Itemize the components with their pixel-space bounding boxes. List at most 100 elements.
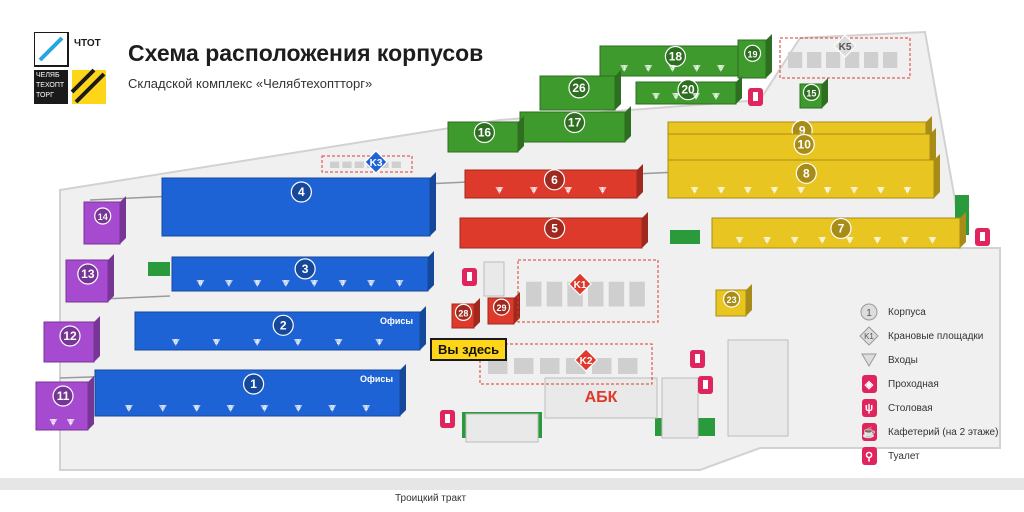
building-number: 7: [838, 222, 845, 236]
crane-diamond-icon: [364, 150, 388, 174]
crane-label: K2: [580, 356, 593, 367]
crane-area-K1[interactable]: K1: [517, 259, 659, 323]
crane-area-K5[interactable]: K5: [779, 34, 911, 79]
gate-number: 2: [765, 237, 769, 244]
gate-number: 1: [622, 65, 626, 72]
logo-line-2: ТЕХОПТ: [36, 82, 65, 89]
entrance-marker: [735, 237, 744, 244]
building-number-badge: [77, 263, 99, 285]
entrance-marker: [310, 280, 319, 287]
cafe-icon: ☕: [861, 423, 877, 441]
entrance-marker: [716, 65, 725, 72]
building-number-badge: [473, 121, 495, 144]
building-4[interactable]: 4: [161, 172, 436, 237]
entrance-marker: [395, 280, 404, 287]
crane-area-K2[interactable]: K2: [479, 343, 653, 385]
logo-line-1: ЧЕЛЯБ: [36, 72, 60, 79]
building-number-badge: [563, 111, 586, 134]
entrance-marker: [375, 339, 384, 346]
checkpoint-icon: ◈: [861, 375, 877, 393]
gate-number: 6: [826, 187, 830, 194]
entrance-marker: [797, 187, 805, 194]
building-14[interactable]: 14: [83, 196, 126, 245]
gate-number: 2: [337, 339, 341, 346]
gate-number: 2: [51, 419, 55, 426]
building-23[interactable]: 23: [715, 284, 752, 317]
building-number-icon: 1: [858, 302, 880, 322]
building-number-badge: [243, 373, 265, 395]
entrance-marker: [770, 187, 779, 194]
cafe-icon[interactable]: [698, 376, 713, 394]
building-16[interactable]: 16: [447, 116, 524, 153]
building-15[interactable]: 15: [799, 78, 828, 109]
building-number-badge: [454, 303, 473, 321]
abk-building[interactable]: АБК: [465, 261, 789, 443]
entrance-marker: [338, 280, 347, 287]
entrance-marker: [598, 187, 607, 194]
entrance-marker: [192, 405, 201, 412]
legend-item-canteen: ψ Столовая: [858, 396, 1018, 420]
gate-number: 4: [312, 280, 316, 287]
entrance-marker: [529, 187, 538, 194]
building-26[interactable]: 26: [539, 70, 621, 111]
gate-number: 6: [174, 339, 178, 346]
building-number-badge: [802, 83, 821, 102]
building-29[interactable]: 29: [487, 292, 520, 325]
building-number: 19: [748, 49, 758, 59]
gate-number: 7: [161, 405, 165, 412]
building-number-badge: [59, 325, 81, 347]
legend-label: Корпуса: [888, 306, 926, 318]
entrance-marker: [850, 187, 859, 194]
building-13[interactable]: 13: [65, 254, 114, 303]
gate-number: 1: [398, 280, 402, 287]
crane-diamond-icon: K1: [858, 326, 880, 346]
toilet-icon[interactable]: [462, 268, 477, 286]
logo-top-text: ЧТОТ: [74, 38, 101, 49]
gate-number: 2: [646, 65, 650, 72]
logo-line-3: ТОРГ: [36, 92, 54, 99]
entrance-marker: [294, 405, 303, 412]
entrance-marker: [620, 65, 629, 72]
building-28[interactable]: 28: [451, 298, 480, 329]
entrance-marker: [763, 237, 772, 244]
labels-layer: [440, 88, 990, 428]
checkpoint-icon[interactable]: [440, 410, 455, 428]
building-5[interactable]: 5: [459, 212, 648, 249]
gate-number: 1: [693, 187, 697, 194]
legend-item-cranes: K1 Крановые площадки: [858, 324, 1018, 348]
entrance-marker: [928, 237, 937, 244]
toilet-icon[interactable]: [975, 228, 990, 246]
entrance-marker: [49, 419, 58, 426]
entrance-marker: [495, 187, 504, 194]
crane-label: K1: [574, 280, 587, 291]
entrance-marker: [652, 93, 660, 100]
gate-number: 8: [127, 405, 131, 412]
gate-number: 3: [671, 65, 675, 72]
map-legend: 1 Корпуса K1 Крановые площадки Входы ◈ П…: [858, 300, 1018, 468]
entrance-marker: [876, 187, 885, 194]
legend-item-buildings: 1 Корпуса: [858, 300, 1018, 324]
building-19[interactable]: 19: [737, 34, 772, 79]
canteen-icon[interactable]: [690, 350, 705, 368]
building-17[interactable]: 17: [519, 106, 631, 143]
legend-label: Крановые площадки: [888, 330, 984, 342]
building-number-badge: [543, 169, 566, 191]
building-number-badge: [830, 217, 852, 240]
gate-number: 5: [799, 187, 803, 194]
gate-number: 7: [903, 237, 907, 244]
crane-area-K3[interactable]: K3: [321, 150, 413, 174]
building-12[interactable]: 12: [43, 316, 100, 363]
company-logo: ЧТОТ ЧЕЛЯБ ТЕХОПТ ТОРГ: [33, 31, 106, 104]
toilet-icon[interactable]: [748, 88, 763, 106]
legend-label: Кафетерий (на 2 этаже): [888, 426, 999, 438]
